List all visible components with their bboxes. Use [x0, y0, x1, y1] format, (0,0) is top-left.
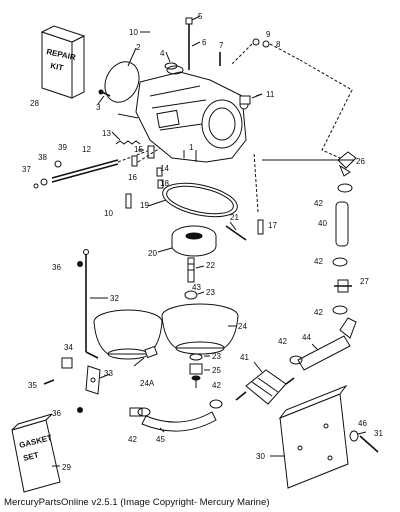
callout: 24A [140, 379, 155, 388]
callout: 11 [266, 90, 275, 99]
gasket-19 [162, 182, 238, 218]
bowl-fasteners [189, 353, 203, 388]
fuel-filter-41 [235, 369, 295, 405]
gasket-set-text-2: SET [22, 450, 39, 463]
callout: 39 [58, 143, 67, 152]
callout: 30 [256, 452, 265, 461]
callout: 3 [96, 103, 101, 112]
callout: 13 [102, 129, 111, 138]
cover-30 [278, 384, 349, 489]
callout: 27 [360, 277, 369, 286]
callout: 40 [318, 219, 327, 228]
copyright-footer: MercuryPartsOnline v2.5.1 (Image Copyrig… [4, 497, 270, 508]
callout: 18 [160, 179, 169, 188]
callout: 4 [160, 49, 165, 58]
float-20 [171, 225, 217, 257]
callout: 33 [104, 369, 113, 378]
callout: 46 [358, 419, 367, 428]
callout: 38 [38, 153, 47, 162]
callout: 36 [52, 263, 61, 272]
callout: 32 [110, 294, 119, 303]
callout: 10 [129, 28, 138, 37]
callout: 5 [198, 12, 203, 21]
callout: 42 [314, 308, 323, 317]
callout: 44 [302, 333, 311, 342]
gasket-set-box: GASKET SET [11, 413, 61, 493]
float-bowl-24 [161, 303, 239, 355]
callout: 42 [314, 257, 323, 266]
callout: 8 [276, 40, 281, 49]
callout: 41 [240, 353, 249, 362]
fitting-27 [334, 279, 352, 293]
carburetor-exploded-diagram: REPAIR KIT GASKET SET [11, 12, 383, 493]
screw-3 [98, 89, 111, 97]
float-bowl-24a [93, 309, 163, 360]
repair-kit-text-2: KIT [50, 61, 65, 73]
carburetor-body [135, 65, 249, 163]
callout: 24 [238, 322, 247, 331]
callout: 45 [156, 435, 165, 444]
callout: 10 [104, 209, 113, 218]
leader-lines [52, 15, 367, 467]
hose-45 [129, 407, 217, 432]
screw-36-top [77, 261, 83, 267]
float-pin-21 [225, 225, 247, 241]
clamps-42 [137, 183, 353, 417]
screws-mid [125, 167, 164, 209]
callout: 42 [278, 337, 287, 346]
callout: 37 [22, 165, 31, 174]
callout: 42 [128, 435, 137, 444]
screw-36-bottom [77, 407, 83, 413]
callout: 17 [268, 221, 277, 230]
callout: 25 [212, 366, 221, 375]
callout: 23 [212, 352, 221, 361]
callout: 21 [230, 213, 239, 222]
callout-labels: 1 2 3 4 5 6 7 8 9 10 10 11 12 13 14 15 1… [22, 12, 383, 472]
elbow-26 [337, 151, 357, 177]
callout: 9 [266, 30, 271, 39]
callout: 7 [219, 41, 224, 50]
callout: 20 [148, 249, 157, 258]
fuel-line-dashed [299, 59, 353, 159]
callout: 34 [64, 343, 73, 352]
callout: 28 [30, 99, 39, 108]
callout: 22 [206, 261, 215, 270]
screw-31 [349, 430, 379, 453]
hose-40 [335, 201, 349, 247]
callout: 43 [192, 283, 201, 292]
callout: 42 [314, 199, 323, 208]
callout: 29 [62, 463, 71, 472]
callout: 42 [212, 381, 221, 390]
callout: 16 [128, 173, 137, 182]
diaphragm-plate [104, 61, 140, 103]
callout: 19 [140, 201, 149, 210]
rod-32 [83, 249, 99, 359]
callout: 36 [52, 409, 61, 418]
callout: 23 [206, 288, 215, 297]
bracket-33 [43, 357, 101, 395]
repair-kit-box: REPAIR KIT [40, 25, 86, 99]
callout: 35 [28, 381, 37, 390]
callout: 1 [189, 143, 194, 152]
seal-ring-4 [164, 62, 178, 70]
screw-17 [257, 219, 264, 235]
hose-44 [297, 317, 357, 371]
needle-assembly [185, 17, 193, 70]
callout: 31 [374, 429, 383, 438]
callout: 12 [82, 145, 91, 154]
springs-left [115, 140, 161, 167]
callout: 2 [136, 43, 141, 52]
throttle-linkage [33, 149, 151, 189]
callout: 15 [134, 145, 143, 154]
callout: 14 [160, 164, 169, 173]
callout: 6 [202, 38, 207, 47]
needle-22 [184, 257, 198, 300]
callout: 26 [356, 157, 365, 166]
screws-top-right [219, 38, 301, 66]
